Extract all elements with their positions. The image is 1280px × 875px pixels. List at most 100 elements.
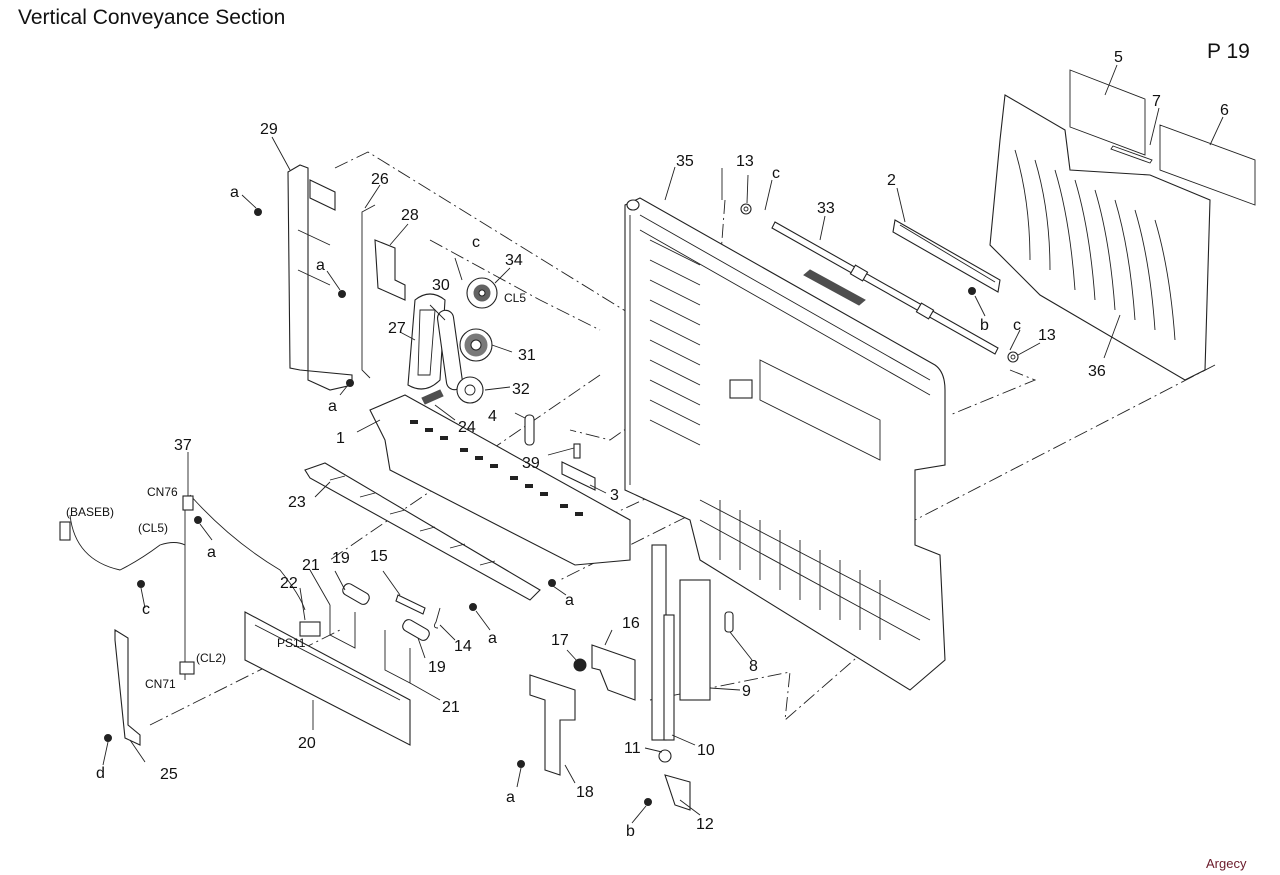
callout-1[interactable]: 1	[336, 430, 345, 447]
callout-32[interactable]: 32	[512, 381, 530, 398]
part-29-bracket[interactable]	[287, 164, 353, 391]
part-13-bushing-top[interactable]	[740, 203, 752, 215]
screw-b1[interactable]	[968, 287, 976, 295]
part-26-spring-wire[interactable]	[361, 204, 376, 379]
callout-19-bottom[interactable]: 19	[428, 659, 446, 676]
callout-5[interactable]: 5	[1114, 49, 1123, 66]
part-31-gear[interactable]	[459, 328, 493, 362]
part-39-pin[interactable]	[573, 443, 581, 459]
callout-39[interactable]: 39	[522, 455, 540, 472]
part-37-harness[interactable]	[59, 494, 306, 680]
callout-28[interactable]: 28	[401, 207, 419, 224]
callout-3[interactable]: 3	[610, 487, 619, 504]
part-24-spring[interactable]	[421, 389, 444, 405]
part-28-holder[interactable]	[374, 239, 406, 301]
part-11-spring[interactable]	[658, 749, 672, 763]
part-20-plate[interactable]	[244, 611, 411, 746]
part-15-shaft[interactable]	[395, 594, 426, 615]
screw-a1[interactable]	[254, 208, 262, 216]
screw-a2[interactable]	[338, 290, 346, 298]
leader-lines	[102, 64, 1224, 824]
part-16-holder[interactable]	[591, 644, 636, 701]
callout-36[interactable]: 36	[1088, 363, 1106, 380]
part-35-frame[interactable]	[624, 197, 946, 691]
callout-26[interactable]: 26	[371, 171, 389, 188]
screw-a4[interactable]	[194, 516, 202, 524]
callout-7[interactable]: 7	[1152, 93, 1161, 110]
callout-10[interactable]: 10	[697, 742, 715, 759]
part-30-belt[interactable]	[436, 309, 464, 391]
callout-16[interactable]: 16	[622, 615, 640, 632]
connector-baseb: (BASEB)	[66, 505, 114, 519]
callout-9[interactable]: 9	[742, 683, 751, 700]
callout-24[interactable]: 24	[458, 419, 476, 436]
callout-34[interactable]: 34	[505, 252, 523, 269]
part-10-rod[interactable]	[651, 544, 675, 741]
callout-11[interactable]: 11	[624, 740, 641, 757]
part-6-label-sheet[interactable]	[1159, 124, 1256, 206]
part-27-lever[interactable]	[407, 293, 446, 390]
callout-8[interactable]: 8	[749, 658, 758, 675]
screw-a5[interactable]	[548, 579, 556, 587]
callout-13-bottom[interactable]: 13	[1038, 327, 1056, 344]
callout-23[interactable]: 23	[288, 494, 306, 511]
part-33-shaft[interactable]	[771, 221, 999, 355]
callout-12[interactable]: 12	[696, 816, 714, 833]
callout-20[interactable]: 20	[298, 735, 316, 752]
part-21-film-bottom[interactable]	[384, 630, 411, 684]
part-14-spring[interactable]	[433, 607, 441, 629]
callout-31[interactable]: 31	[518, 347, 536, 364]
part-22-sensor[interactable]	[299, 621, 321, 637]
callout-21-bottom[interactable]: 21	[442, 699, 460, 716]
callout-15[interactable]: 15	[370, 548, 388, 565]
part-18-bracket[interactable]	[529, 674, 576, 776]
screw-a7[interactable]	[517, 760, 525, 768]
callout-17[interactable]: 17	[551, 632, 569, 649]
part-25-bracket[interactable]	[114, 629, 141, 746]
callout-13-top[interactable]: 13	[736, 153, 754, 170]
part-7-strip[interactable]	[1110, 145, 1153, 164]
screw-c1[interactable]	[137, 580, 145, 588]
callout-6[interactable]: 6	[1220, 102, 1229, 119]
part-19-roller-top[interactable]	[341, 582, 371, 606]
callout-30[interactable]: 30	[432, 277, 450, 294]
callout-35[interactable]: 35	[676, 153, 694, 170]
screw-label-c3: c	[1013, 317, 1021, 334]
part-1-guide-plate[interactable]	[369, 394, 631, 566]
screw-label-b2: b	[626, 823, 635, 840]
callout-14[interactable]: 14	[454, 638, 472, 655]
screw-d1[interactable]	[104, 734, 112, 742]
screw-label-a2: a	[316, 257, 325, 274]
part-5-label-sheet[interactable]	[1069, 69, 1146, 156]
callout-29[interactable]: 29	[260, 121, 278, 138]
part-12-bracket[interactable]	[664, 774, 691, 811]
part-8-spring[interactable]	[724, 611, 734, 633]
part-3-bracket[interactable]	[561, 461, 596, 491]
part-32-pulley[interactable]	[456, 376, 484, 404]
callout-27[interactable]: 27	[388, 320, 406, 337]
part-21-film-top[interactable]	[329, 605, 356, 649]
screw-b2[interactable]	[644, 798, 652, 806]
part-2-guide[interactable]	[892, 219, 1001, 293]
part-9-guide[interactable]	[679, 579, 711, 701]
part-17-spring[interactable]	[573, 658, 587, 672]
callout-33[interactable]: 33	[817, 200, 835, 217]
part-4-roller[interactable]	[524, 414, 535, 446]
screw-a3[interactable]	[346, 379, 354, 387]
callout-22[interactable]: 22	[280, 575, 298, 592]
callout-25[interactable]: 25	[160, 766, 178, 783]
callout-4[interactable]: 4	[488, 408, 497, 425]
callout-2[interactable]: 2	[887, 172, 896, 189]
part-13-bushing-bottom[interactable]	[1007, 351, 1019, 363]
part-34-gear[interactable]	[466, 277, 498, 309]
callout-37[interactable]: 37	[174, 437, 192, 454]
connector-cl5-gear: CL5	[504, 291, 526, 305]
part-36-cover[interactable]	[989, 94, 1211, 381]
part-23-guide[interactable]	[304, 462, 541, 601]
screw-a6[interactable]	[469, 603, 477, 611]
callout-19-top[interactable]: 19	[332, 550, 350, 567]
part-19-roller-bottom[interactable]	[401, 618, 431, 642]
callout-21-top[interactable]: 21	[302, 557, 320, 574]
callout-18[interactable]: 18	[576, 784, 594, 801]
